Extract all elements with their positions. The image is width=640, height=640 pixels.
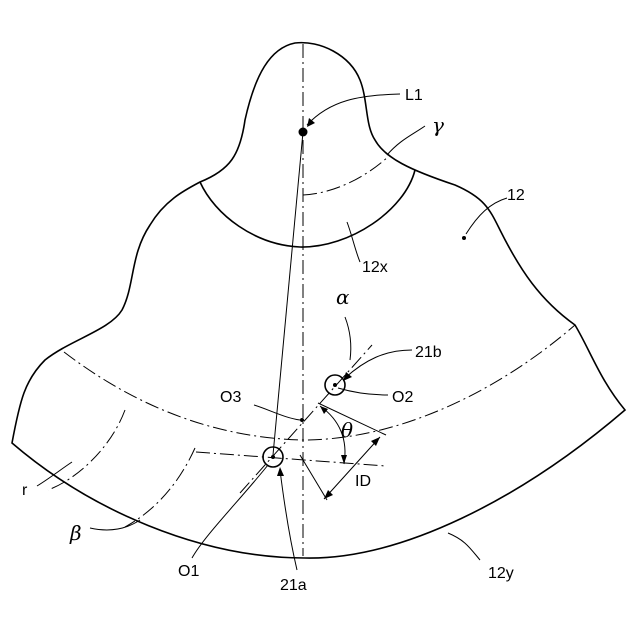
inner-arc-12x <box>200 170 415 247</box>
label-beta: β <box>69 521 82 545</box>
center-O2 <box>333 383 337 387</box>
id-arrowhead-bottom <box>324 490 333 499</box>
label-21b: 21b <box>415 344 442 361</box>
leader-gamma <box>387 126 425 155</box>
line-L1-O1 <box>273 132 303 455</box>
label-O1: O1 <box>178 563 199 580</box>
leader-12 <box>466 198 507 234</box>
label-r: r <box>22 482 28 499</box>
leader-21a-arrow <box>277 467 284 476</box>
gamma-arc <box>303 155 390 195</box>
label-ID: ID <box>355 473 371 490</box>
label-12y: 12y <box>488 565 514 582</box>
leader-21a <box>280 470 297 570</box>
label-gamma: γ <box>432 113 444 137</box>
leader-O2 <box>338 388 388 395</box>
tangent-line-O1 <box>196 452 386 466</box>
id-dimension-arrow <box>324 437 380 499</box>
id-arrowhead-top <box>371 437 380 446</box>
label-O3: O3 <box>220 389 241 406</box>
label-21a: 21a <box>280 577 307 594</box>
point-L1 <box>299 128 308 137</box>
label-O2: O2 <box>392 389 413 406</box>
root-circle-beta <box>48 410 125 490</box>
leader-r <box>37 462 72 486</box>
label-L1: L1 <box>405 87 423 104</box>
point-O3 <box>300 418 304 422</box>
leader-beta <box>90 520 140 530</box>
label-12x: 12x <box>362 259 388 276</box>
leader-L1 <box>307 94 400 125</box>
leader-alpha <box>345 317 351 360</box>
pitch-circle-r <box>64 325 575 440</box>
label-theta: θ <box>341 418 353 442</box>
label-12: 12 <box>507 187 525 204</box>
leader-12x <box>347 222 360 262</box>
leader-L1-arrow <box>307 118 315 127</box>
root-circle-arc <box>125 448 195 527</box>
center-O1 <box>271 455 275 459</box>
point-12 <box>462 236 466 240</box>
part-12-outline <box>12 43 625 558</box>
leader-12y <box>448 533 480 560</box>
label-alpha: α <box>336 285 350 309</box>
